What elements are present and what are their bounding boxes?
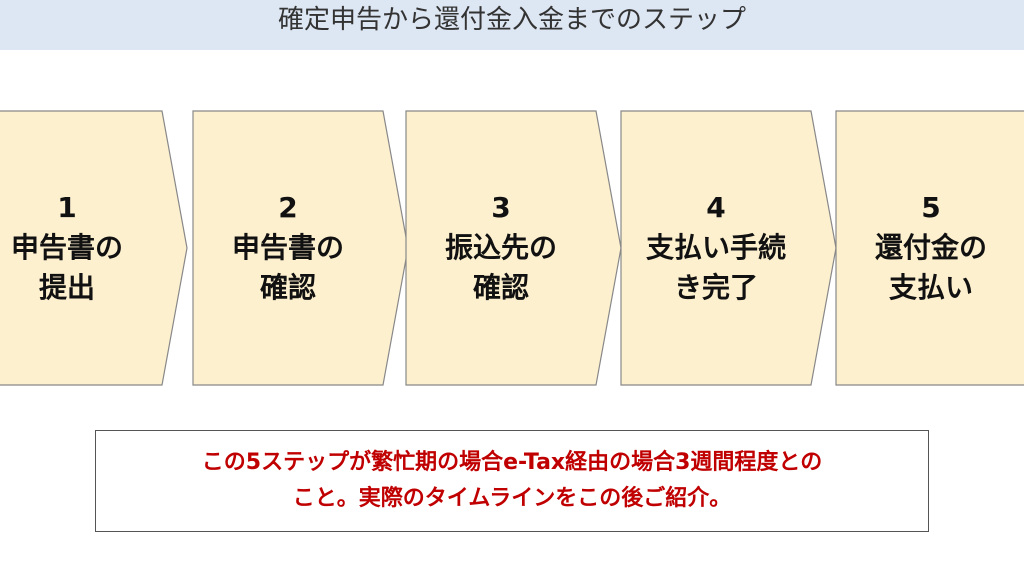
step-4: 4 支払い手続 き完了 (620, 110, 837, 386)
step-2-line1: 申告書の (231, 231, 344, 264)
step-3-line2: 確認 (472, 271, 529, 304)
note-line-2: こと。実際のタイムラインをこの後ご紹介。 (292, 486, 732, 511)
note-line-1: この5ステップが繁忙期の場合e-Tax経由の場合3週間程度との (201, 450, 823, 475)
step-3-chevron-shape (405, 110, 622, 386)
step-5: 5 還付金の 支払い (835, 110, 1024, 386)
step-2-number: 2 (278, 191, 298, 224)
step-1-chevron-shape (0, 110, 188, 386)
title-bar: 確定申告から還付金入金までのステップ (0, 0, 1024, 50)
step-4-number: 4 (706, 191, 726, 224)
step-4-label: 4 支払い手続 き完了 (621, 111, 811, 385)
step-2-line2: 確認 (259, 271, 316, 304)
step-4-chevron-shape (620, 110, 837, 386)
step-2-label: 2 申告書の 確認 (193, 111, 383, 385)
step-3-number: 3 (491, 191, 511, 224)
step-1-label: 1 申告書の 提出 (0, 111, 162, 385)
step-3-line1: 振込先の (444, 231, 557, 264)
step-4-line1: 支払い手続 (645, 231, 786, 264)
step-4-line2: き完了 (673, 271, 758, 304)
step-3-label: 3 振込先の 確認 (406, 111, 596, 385)
step-3: 3 振込先の 確認 (405, 110, 622, 386)
step-1: 1 申告書の 提出 (0, 110, 188, 386)
step-1-number: 1 (57, 191, 77, 224)
step-5-chevron-shape (835, 110, 1024, 386)
note-box: この5ステップが繁忙期の場合e-Tax経由の場合3週間程度との こと。実際のタイ… (95, 430, 929, 532)
page-title: 確定申告から還付金入金までのステップ (277, 5, 746, 35)
step-2-chevron-shape (192, 110, 409, 386)
step-5-line1: 還付金の (874, 231, 987, 264)
step-1-line2: 提出 (38, 271, 95, 304)
step-5-label: 5 還付金の 支払い (836, 111, 1024, 385)
step-1-line1: 申告書の (10, 231, 123, 264)
step-5-number: 5 (921, 191, 941, 224)
step-2: 2 申告書の 確認 (192, 110, 409, 386)
step-5-line2: 支払い (888, 271, 973, 304)
